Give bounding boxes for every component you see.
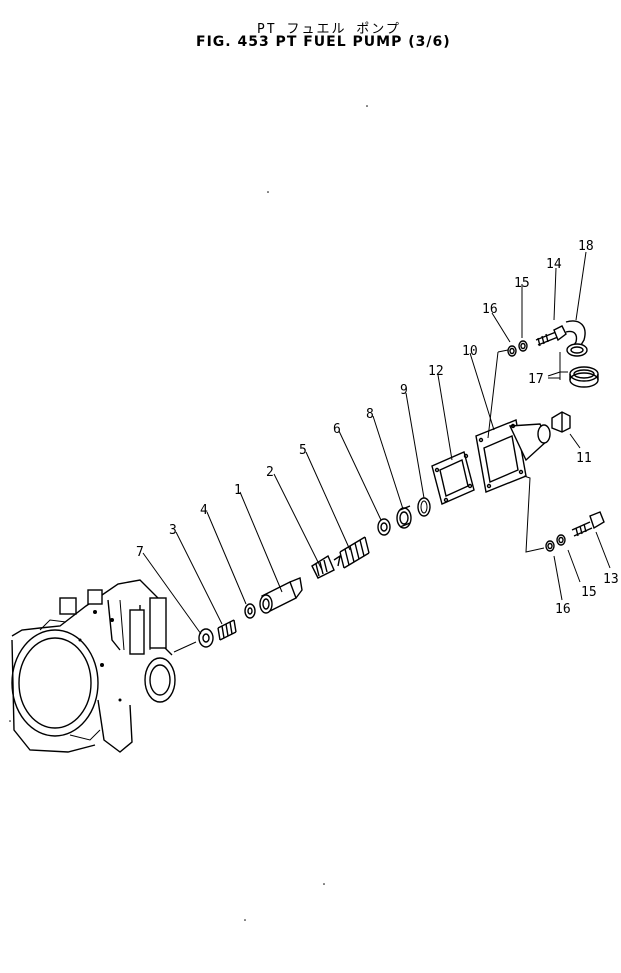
callout-1: 1 — [234, 483, 242, 498]
part-6-washer — [377, 518, 391, 536]
part-11-plug — [551, 411, 571, 433]
part-15-washer-lower — [556, 534, 566, 546]
part-16-washer-lower — [545, 540, 555, 552]
part-15-washer-upper — [518, 340, 528, 352]
part-2-plunger — [311, 554, 342, 579]
part-10-cover — [475, 419, 551, 493]
callout-2: 2 — [266, 465, 274, 480]
callout-9: 9 — [400, 383, 408, 398]
callout-16-upper: 16 — [482, 302, 498, 317]
callout-15-lower: 15 — [581, 585, 597, 600]
figure-title: FIG. 453 PT FUEL PUMP (3/6) — [196, 34, 451, 50]
callout-3: 3 — [169, 523, 177, 538]
title-japanese: PT フュエル ポンプ — [257, 22, 401, 37]
callout-numbers: 1 2 3 4 5 6 7 8 9 10 11 12 13 14 15 15 1… — [136, 239, 619, 617]
callout-16-lower: 16 — [555, 602, 571, 617]
part-17-o-ring — [569, 366, 599, 388]
scan-specks — [9, 105, 368, 921]
callout-5: 5 — [299, 443, 307, 458]
pump-housing — [11, 579, 176, 753]
part-9-snap-ring — [417, 497, 431, 517]
callout-7: 7 — [136, 545, 144, 560]
part-18-elbow — [565, 320, 588, 357]
callout-13: 13 — [603, 572, 619, 587]
part-13-bolt — [571, 511, 605, 537]
callout-11: 11 — [576, 451, 592, 466]
callout-8: 8 — [366, 407, 374, 422]
part-1-sleeve — [259, 577, 303, 614]
callout-18: 18 — [578, 239, 594, 254]
part-16-washer-upper — [507, 345, 517, 357]
part-5-spring — [339, 536, 370, 569]
callout-14: 14 — [546, 257, 562, 272]
part-4-washer — [244, 603, 256, 619]
callout-6: 6 — [333, 422, 341, 437]
callout-12: 12 — [428, 364, 444, 379]
assembly-lines — [173, 349, 568, 653]
leader-lines — [142, 251, 611, 635]
callout-4: 4 — [200, 503, 208, 518]
callout-10: 10 — [462, 344, 478, 359]
part-3-spring — [217, 619, 237, 641]
part-7-spacer — [198, 628, 214, 648]
part-14-banjo-bolt — [535, 325, 567, 347]
part-12-gasket — [431, 451, 475, 505]
part-8-bushing — [396, 505, 412, 529]
callout-15-upper: 15 — [514, 276, 530, 291]
callout-17: 17 — [528, 372, 544, 387]
